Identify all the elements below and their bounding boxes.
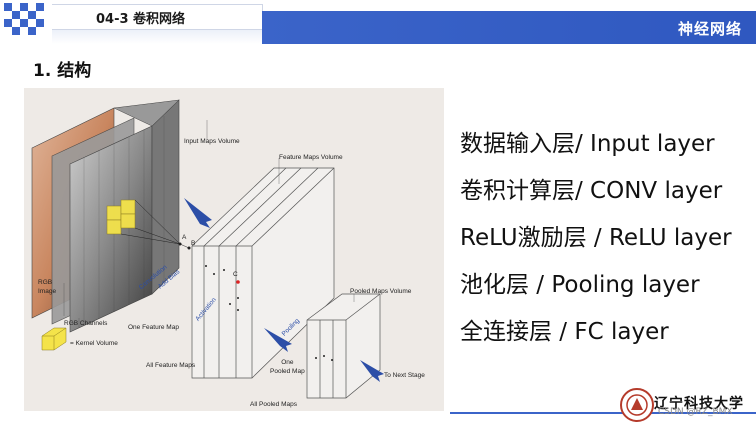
- section-code: 04-3 卷积网络: [96, 12, 186, 27]
- kernel-legend-icon: [41, 327, 67, 351]
- footer-rule: [450, 412, 756, 414]
- watermark-text: CSDN @RZ_BMX: [658, 407, 733, 417]
- header-bar: [262, 11, 756, 44]
- section-tab: 04-3 卷积网络: [52, 4, 263, 30]
- label-to-next-stage: To Next Stage: [384, 372, 425, 379]
- label-feature-maps-volume: Feature Maps Volume: [279, 154, 343, 161]
- label-all-feature-maps: All Feature Maps: [146, 362, 196, 369]
- label-one-pooled-map: One Pooled Map: [270, 359, 305, 375]
- layer-item-relu: ReLU激励层 / ReLU layer: [460, 225, 732, 251]
- convolution-rays: [120, 199, 190, 249]
- slide-heading: 1. 结构: [33, 61, 92, 81]
- layer-item-fc: 全连接层 / FC layer: [460, 319, 669, 345]
- header-grid-decoration: [0, 0, 46, 44]
- label-all-pooled-maps: All Pooled Maps: [250, 401, 297, 408]
- activation-point: [236, 280, 240, 284]
- layer-item-conv: 卷积计算层/ CONV layer: [460, 178, 723, 204]
- layer-item-pooling: 池化层 / Pooling layer: [460, 272, 700, 298]
- label-point-a: A: [182, 234, 187, 241]
- cnn-structure-figure: Input Maps Volume Feature Maps Volume Po…: [24, 88, 444, 411]
- course-title: 神经网络: [677, 20, 742, 38]
- label-rgb-image: RGB Image: [38, 279, 57, 295]
- label-input-maps-volume: Input Maps Volume: [184, 138, 240, 145]
- feature-dots: [205, 265, 239, 311]
- cnn-diagram: [31, 99, 384, 399]
- layer-item-input: 数据输入层/ Input layer: [460, 131, 715, 157]
- slide-header: 04-3 卷积网络 神经网络: [0, 0, 756, 44]
- kernel-cube: [106, 199, 136, 235]
- stage-arrows: [184, 198, 384, 382]
- pooled-maps-volume: [306, 293, 381, 399]
- label-one-feature-map: One Feature Map: [128, 324, 179, 331]
- label-point-c: C: [233, 271, 238, 278]
- label-pooled-maps-volume: Pooled Maps Volume: [350, 288, 412, 295]
- input-image-stack: [31, 99, 180, 333]
- label-rgb-channels: RGB Channels: [64, 320, 108, 327]
- university-name: 辽宁科技大学: [654, 396, 744, 412]
- label-kernel-volume: = Kernel Volume: [70, 340, 118, 347]
- label-point-b: B: [191, 240, 196, 247]
- university-logo: [620, 388, 654, 422]
- feature-maps-volume: [191, 167, 335, 379]
